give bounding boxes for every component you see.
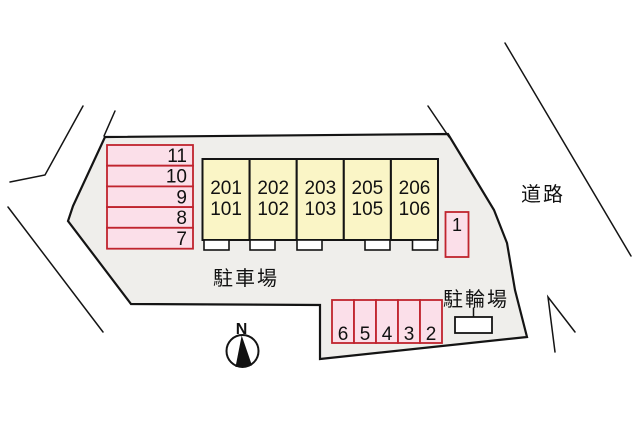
bottom-parking-row: 6 5 4 3 2 [331, 299, 443, 345]
parking-space-label: 5 [360, 324, 371, 345]
compass-icon: N [225, 321, 260, 368]
building-unit-202-102 [248, 158, 298, 241]
parking-space-1 [444, 211, 470, 258]
road-line-right [504, 42, 632, 257]
unit-number-lower: 102 [257, 199, 289, 220]
unit-number-lower: 103 [304, 199, 336, 220]
bicycle-shed-rect [454, 316, 493, 334]
unit-number-upper: 202 [257, 178, 289, 199]
road-line-upper-left [9, 105, 84, 183]
entrance-porch [296, 239, 323, 251]
entrance-porch [411, 239, 439, 251]
parking-space-label: 7 [176, 229, 187, 250]
road-lines [7, 42, 632, 353]
building-unit-201-101 [201, 158, 251, 241]
parking-space-label: 1 [452, 215, 462, 235]
parking-space-label: 10 [166, 167, 187, 188]
label-parking-lot: 駐車場 [213, 267, 279, 290]
label-road: 道路 [521, 183, 565, 206]
parking-space-2 [419, 299, 443, 344]
parking-space-7 [106, 226, 194, 250]
road-line-topleft-corner [103, 110, 116, 137]
road-line-topright-corner [427, 105, 450, 138]
north-arrow-needle [235, 335, 252, 367]
unit-number-lower: 101 [210, 199, 242, 220]
parking-space-label: 9 [176, 187, 187, 208]
unit-number-lower: 106 [399, 199, 431, 220]
unit-number-upper: 205 [352, 178, 384, 199]
unit-number-upper: 203 [304, 178, 336, 199]
unit-number-upper: 206 [399, 178, 431, 199]
entrance-porch [249, 239, 276, 251]
right-parking-space: 1 [444, 211, 470, 258]
road-line-bottom-right [546, 294, 576, 353]
road-line-lower-left [7, 206, 104, 333]
entrance-porch [203, 239, 230, 251]
label-bicycle-parking: 駐輪場 [443, 288, 509, 311]
parking-space-label: 8 [176, 208, 187, 229]
parking-space-label: 6 [338, 324, 349, 345]
parking-space-label: 4 [382, 324, 393, 345]
unit-number-upper: 201 [210, 178, 242, 199]
parking-space-label: 2 [426, 324, 437, 345]
parking-space-label: 3 [404, 324, 415, 345]
unit-number-lower: 105 [352, 199, 384, 220]
compass-north-label: N [236, 321, 248, 338]
bicycle-shed [454, 307, 493, 334]
building-block: 201 101 202 102 203 103 205 105 206 106 [201, 158, 439, 251]
left-parking-column: 11 10 9 8 7 [106, 144, 194, 250]
entrance-porch [364, 239, 391, 251]
parking-space-label: 11 [167, 146, 187, 167]
